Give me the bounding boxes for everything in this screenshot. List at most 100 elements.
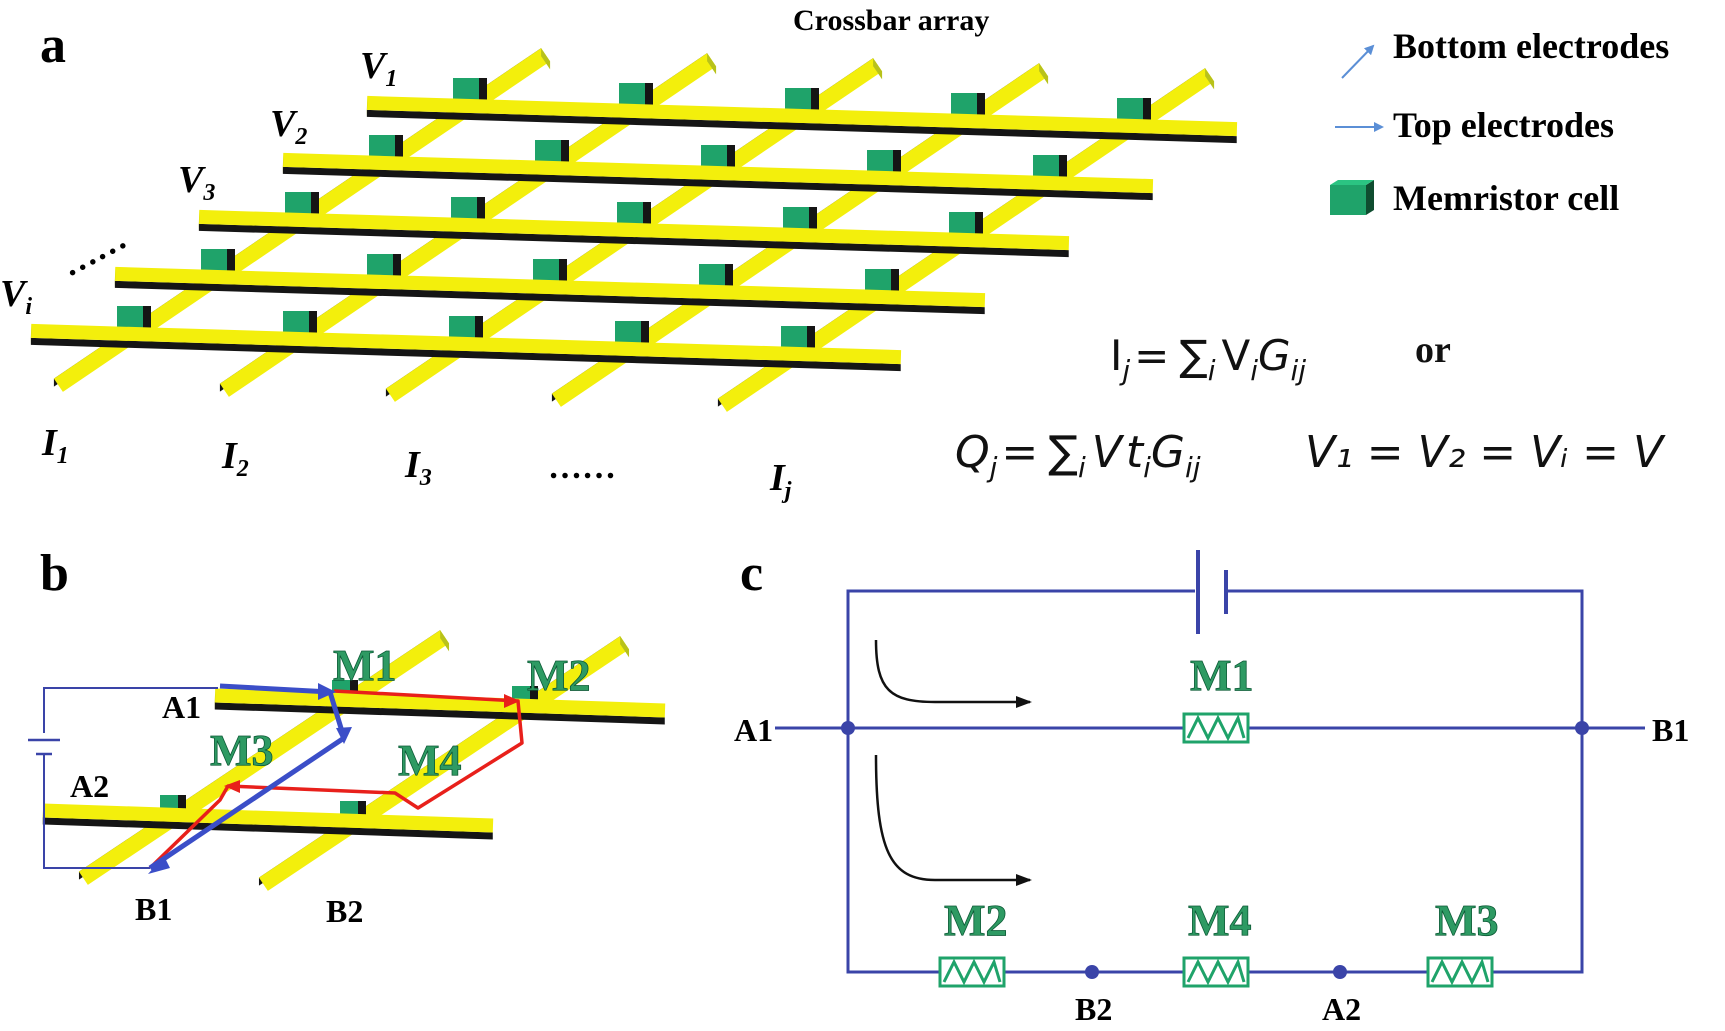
top-electrode-5 bbox=[30, 323, 902, 372]
panel-c-labels: A1 B1 B2 A2 M1 M2 M4 M3 bbox=[734, 651, 1689, 1027]
top-electrode-4 bbox=[114, 266, 986, 315]
current-flow-arrows bbox=[874, 639, 1032, 886]
top-electrode-1 bbox=[214, 688, 666, 725]
circuit-node-a1: A1 bbox=[734, 712, 773, 748]
blue-arrowhead-down bbox=[336, 727, 352, 744]
path-end-arrowhead bbox=[148, 856, 170, 874]
memristor-cell-3-4-edge bbox=[809, 207, 817, 237]
memristor-cell-2-2-edge bbox=[358, 801, 366, 827]
top-electrode-2-top bbox=[282, 152, 1154, 194]
memristor-cell-5-2-edge bbox=[309, 311, 317, 341]
top-electrode-2 bbox=[42, 803, 494, 840]
memristor-cell-2-4-edge bbox=[893, 150, 901, 180]
circuit-label-m1: M1 bbox=[1190, 651, 1254, 700]
col-label-i3: I3 bbox=[404, 444, 432, 491]
memristor-symbol-zigzag bbox=[1186, 713, 1246, 742]
red-arrowhead-left bbox=[224, 780, 240, 793]
memristor-cell-1-1-edge bbox=[479, 78, 487, 108]
source-wire bbox=[43, 687, 218, 733]
legend-top-electrodes: Top electrodes bbox=[1393, 105, 1614, 145]
circuit-label-m4: M4 bbox=[1188, 896, 1252, 945]
legend: Bottom electrodes Top electrodes Memrist… bbox=[1330, 26, 1669, 218]
bottom-electrode-3-end bbox=[873, 58, 883, 80]
memristor-symbol-m3 bbox=[1426, 956, 1494, 988]
memristor-symbols bbox=[938, 712, 1494, 988]
col-label-i2: I2 bbox=[221, 435, 249, 482]
node-b1: B1 bbox=[135, 891, 172, 927]
top-electrode-3-top bbox=[198, 209, 1070, 251]
memristor-cell-3-2-edge bbox=[477, 197, 485, 227]
bottom-electrode-1-end bbox=[541, 48, 551, 70]
panel-c-label: c bbox=[740, 545, 763, 602]
memristor-cell-1-4-edge bbox=[977, 93, 985, 123]
panel-a: a Crossbar array V1 V2 V3 Vi …… I1 I2 I3 bbox=[0, 4, 1669, 504]
flow-arrow-upper bbox=[874, 639, 1032, 708]
crossbar-array bbox=[30, 48, 1238, 412]
bottom-electrode-2-end bbox=[707, 53, 717, 75]
memristor-cell-5-4-edge bbox=[641, 321, 649, 351]
memristor-cell-1-2-edge bbox=[645, 83, 653, 113]
panel-b-wiring bbox=[28, 683, 524, 874]
col-ellipsis: …… bbox=[548, 449, 616, 486]
memristor-cell-5-3-edge bbox=[475, 316, 483, 346]
legend-arrow-bottom bbox=[1341, 44, 1375, 79]
return-wire bbox=[43, 754, 150, 869]
top-electrode-3-side bbox=[198, 223, 1069, 258]
memristor-cell-2-2-edge bbox=[561, 140, 569, 170]
memristor-cell-5-1-edge bbox=[143, 306, 151, 336]
col-labels: I1 I2 I3 Ij bbox=[41, 422, 792, 504]
node-a2: A2 bbox=[70, 768, 109, 804]
memristor-cell-1-5-edge bbox=[1143, 98, 1151, 128]
top-electrodes bbox=[42, 688, 666, 840]
top-electrode-1-top bbox=[366, 95, 1238, 137]
blue-path bbox=[148, 683, 347, 871]
circuit bbox=[775, 550, 1645, 974]
panel-b: b A1 A2 B1 B2 M1 M2 M3 M4 bbox=[28, 545, 666, 929]
memristor-cell-2-1-edge bbox=[178, 795, 186, 821]
legend-memristor-cell: Memristor cell bbox=[1393, 178, 1619, 218]
memristor-label-m2: M2 bbox=[527, 651, 591, 700]
equation-voltages: V₁ = V₂ = Vᵢ = V bbox=[1305, 427, 1666, 478]
col-label-ij: Ij bbox=[769, 457, 792, 504]
memristor-symbol-zigzag bbox=[1186, 957, 1246, 986]
top-electrodes bbox=[30, 95, 1238, 372]
red-arrowhead-right bbox=[504, 694, 520, 708]
top-electrode-2-side bbox=[282, 166, 1153, 201]
top-electrode-2 bbox=[282, 152, 1154, 201]
blue-arrowhead-top bbox=[318, 683, 336, 700]
memristor-cell-2-1-edge bbox=[395, 135, 403, 165]
panel-b-labels: A1 A2 B1 B2 M1 M2 M3 M4 bbox=[70, 641, 591, 929]
junction-b1 bbox=[1575, 721, 1589, 735]
memristor-symbol-zigzag bbox=[1430, 957, 1490, 986]
panel-a-label: a bbox=[40, 17, 66, 74]
junction-a2 bbox=[1333, 965, 1347, 979]
top-electrode-5-side bbox=[30, 337, 901, 372]
top-electrode-5-top bbox=[30, 323, 902, 365]
memristor-cell-4-4-edge bbox=[725, 264, 733, 294]
memristor-label-m3: M3 bbox=[210, 726, 274, 775]
bottom-electrode-5-end bbox=[1205, 68, 1215, 90]
memristor-cell-1-3-edge bbox=[811, 88, 819, 118]
memristor-symbol-m1 bbox=[1182, 712, 1250, 744]
memristor-cell-3-3-edge bbox=[643, 202, 651, 232]
node-b2: B2 bbox=[326, 893, 363, 929]
circuit-nodes bbox=[841, 721, 1589, 979]
memristor-cell-3-5-edge bbox=[975, 212, 983, 242]
memristor-label-m1: M1 bbox=[333, 641, 397, 690]
crossbar-title: Crossbar array bbox=[793, 4, 989, 37]
memristor-symbol-zigzag bbox=[942, 957, 1002, 986]
junction-a1 bbox=[841, 721, 855, 735]
panel-b-label: b bbox=[40, 545, 69, 602]
top-electrode-4-top bbox=[114, 266, 986, 308]
circuit-label-m3: M3 bbox=[1435, 896, 1499, 945]
memristor-cell-4-5-edge bbox=[891, 269, 899, 299]
equation-or: or bbox=[1415, 329, 1451, 371]
top-electrode-4-side bbox=[114, 280, 985, 315]
legend-bottom-electrodes: Bottom electrodes bbox=[1393, 26, 1669, 66]
memristor-cell-4-2-edge bbox=[393, 254, 401, 284]
memristor-symbol-m2 bbox=[938, 956, 1006, 988]
wire-top-left bbox=[846, 589, 1195, 974]
col-label-i1: I1 bbox=[41, 422, 69, 469]
